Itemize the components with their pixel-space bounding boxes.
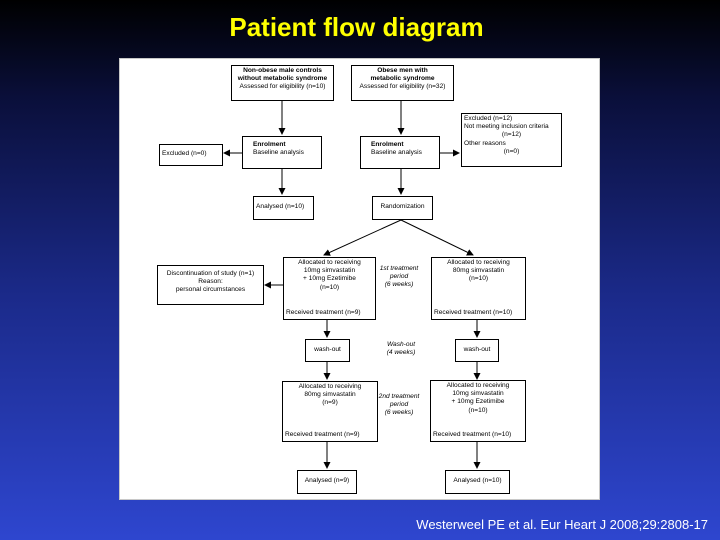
enrolment-controls-baseline: Baseline analysis — [253, 149, 304, 157]
excluded-obese-other-n: (n=0) — [503, 147, 520, 155]
allocation1-left-box: Allocated to receiving 10mg simvastatin … — [283, 257, 376, 320]
received2-left: Received treatment (n=9) — [285, 430, 360, 438]
washout-left-box: wash-out — [305, 339, 350, 362]
allocation2-left-box: Allocated to receiving 80mg simvastatin … — [282, 381, 378, 442]
analysed-controls-box: Analysed (n=10) — [253, 196, 314, 220]
discontinuation-box: Discontinuation of study (n=1) Reason: p… — [157, 265, 264, 305]
analysed-right-box: Analysed (n=10) — [445, 470, 510, 494]
excluded-controls-text: Excluded (n=0) — [162, 150, 207, 157]
analysed-left-box: Analysed (n=9) — [297, 470, 357, 494]
enrolment-obese-baseline: Baseline analysis — [371, 149, 422, 157]
analysed-left-text: Analysed (n=9) — [304, 477, 350, 484]
randomization-box: Randomization — [372, 196, 433, 220]
allocation1-right-box: Allocated to receiving 80mg simvastatin … — [431, 257, 526, 320]
randomization-text: Randomization — [380, 203, 425, 210]
period1-note: 1st treatment period (6 weeks) — [367, 265, 431, 290]
analysed-controls-text: Analysed (n=10) — [256, 203, 305, 210]
discontinuation-title: Discontinuation of study (n=1) — [166, 270, 255, 277]
received1-left: Received treatment (n=9) — [286, 308, 361, 316]
excluded-obese-criteria: Not meeting inclusion criteria — [464, 123, 549, 131]
analysed-right-text: Analysed (n=10) — [453, 477, 502, 484]
controls-title-line2: without metabolic syndrome — [237, 75, 328, 83]
enrolment-obese-box: Enrolment Baseline analysis — [360, 136, 440, 169]
alloc1-right-line3: (n=10) — [468, 275, 489, 283]
washout-left-text: wash-out — [314, 346, 341, 353]
enrolment-controls-title: Enrolment — [253, 141, 286, 148]
period1-line1: 1st treatment — [379, 265, 419, 272]
citation: Westerweel PE et al. Eur Heart J 2008;29… — [416, 517, 708, 532]
enrolment-obese-title: Enrolment — [371, 141, 404, 148]
received1-right: Received treatment (n=10) — [434, 308, 513, 316]
washout-note-line2: (4 weeks) — [386, 349, 416, 357]
period1-line3: (6 weeks) — [384, 281, 414, 289]
period2-line2: period — [389, 401, 409, 409]
discontinuation-reason: personal circumstances — [175, 286, 246, 294]
period2-line3: (6 weeks) — [384, 409, 414, 417]
flow-diagram-panel: Non-obese male controls without metaboli… — [119, 58, 600, 500]
obese-assessed: Assessed for eligibility (n=32) — [359, 83, 446, 91]
alloc2-right-line4: (n=10) — [468, 406, 488, 414]
excluded-obese-total: Excluded (n=12) — [464, 115, 513, 122]
alloc2-right-line1: Allocated to receiving — [446, 382, 510, 389]
enrolment-controls-box: Enrolment Baseline analysis — [242, 136, 322, 169]
connector-arrows — [223, 101, 481, 469]
period2-note: 2nd treatment period (6 weeks) — [367, 393, 431, 418]
alloc1-right-line2: 80mg simvastatin — [452, 267, 505, 275]
washout-note: Wash-out (4 weeks) — [369, 341, 433, 357]
alloc1-left-line3: + 10mg Ezetimibe — [303, 275, 356, 283]
washout-right-box: wash-out — [455, 339, 499, 362]
washout-note-line1: Wash-out — [386, 341, 416, 348]
allocation2-right-box: Allocated to receiving 10mg simvastatin … — [430, 380, 526, 442]
alloc2-left-line1: Allocated to receiving — [298, 383, 362, 390]
obese-title-line2: metabolic syndrome — [370, 75, 435, 83]
alloc2-right-line3: + 10mg Ezetimibe — [451, 398, 505, 406]
alloc1-left-line2: 10mg simvastatin — [303, 267, 356, 275]
alloc1-left-line4: (n=10) — [319, 283, 340, 291]
discontinuation-reason-label: Reason: — [198, 278, 223, 286]
washout-right-text: wash-out — [463, 346, 491, 353]
excluded-obese-other: Other reasons — [464, 139, 506, 147]
alloc1-right-line1: Allocated to receiving — [447, 259, 510, 266]
obese-title-line1: Obese men with — [377, 67, 428, 74]
excluded-obese-box: Excluded (n=12) Not meeting inclusion cr… — [461, 113, 562, 167]
alloc2-right-line2: 10mg simvastatin — [452, 390, 504, 398]
excluded-obese-criteria-n: (n=12) — [501, 131, 522, 139]
controls-title-line1: Non-obese male controls — [243, 67, 322, 74]
alloc1-left-line1: Allocated to receiving — [298, 259, 361, 266]
period2-line1: 2nd treatment — [378, 393, 420, 400]
alloc2-left-line3: (n=9) — [322, 399, 338, 407]
obese-eligibility-box: Obese men with metabolic syndrome Assess… — [351, 65, 454, 101]
period1-line2: period — [389, 273, 409, 281]
received2-right: Received treatment (n=10) — [433, 430, 512, 438]
controls-eligibility-box: Non-obese male controls without metaboli… — [231, 65, 334, 101]
slide-title: Patient flow diagram — [229, 12, 484, 42]
controls-assessed: Assessed for eligibility (n=10) — [239, 83, 326, 91]
alloc2-left-line2: 80mg simvastatin — [304, 391, 356, 399]
excluded-controls-box: Excluded (n=0) — [159, 144, 223, 166]
